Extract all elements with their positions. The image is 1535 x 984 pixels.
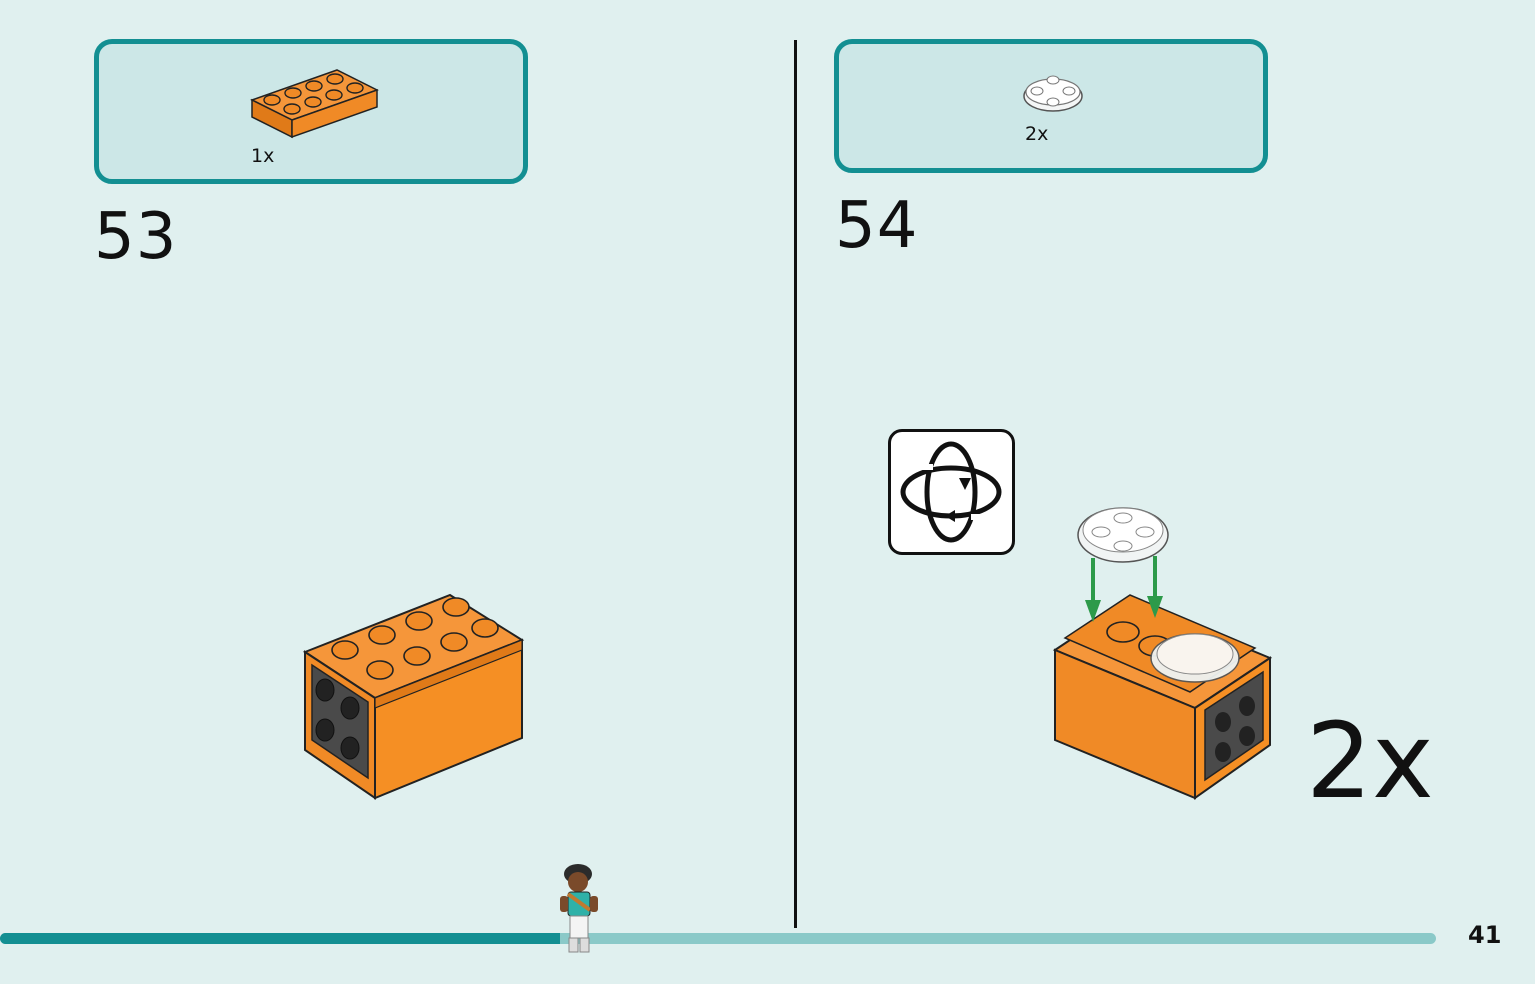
orange-brick-with-round-plates [1052,507,1273,800]
page-divider [794,40,797,928]
parts-callout-step-54: 2x [834,39,1268,173]
progress-track [0,933,1436,944]
step-number: 54 [835,189,919,263]
rotate-model-icon [900,441,1002,543]
part-quantity: 2x [1025,123,1049,145]
step-number: 53 [94,200,178,274]
orange-2x4-plate-icon [250,69,379,139]
progress-fill [0,933,561,944]
page-number: 41 [1468,921,1502,949]
part-quantity: 1x [251,145,275,167]
parts-callout-step-53: 1x [94,39,528,184]
minifigure-progress-marker [560,864,598,953]
orange-brick-assembly [302,593,525,800]
rotate-model-callout [888,429,1015,555]
step-multiplier: 2x [1306,700,1434,822]
transparent-round-plate-icon [1023,75,1083,112]
